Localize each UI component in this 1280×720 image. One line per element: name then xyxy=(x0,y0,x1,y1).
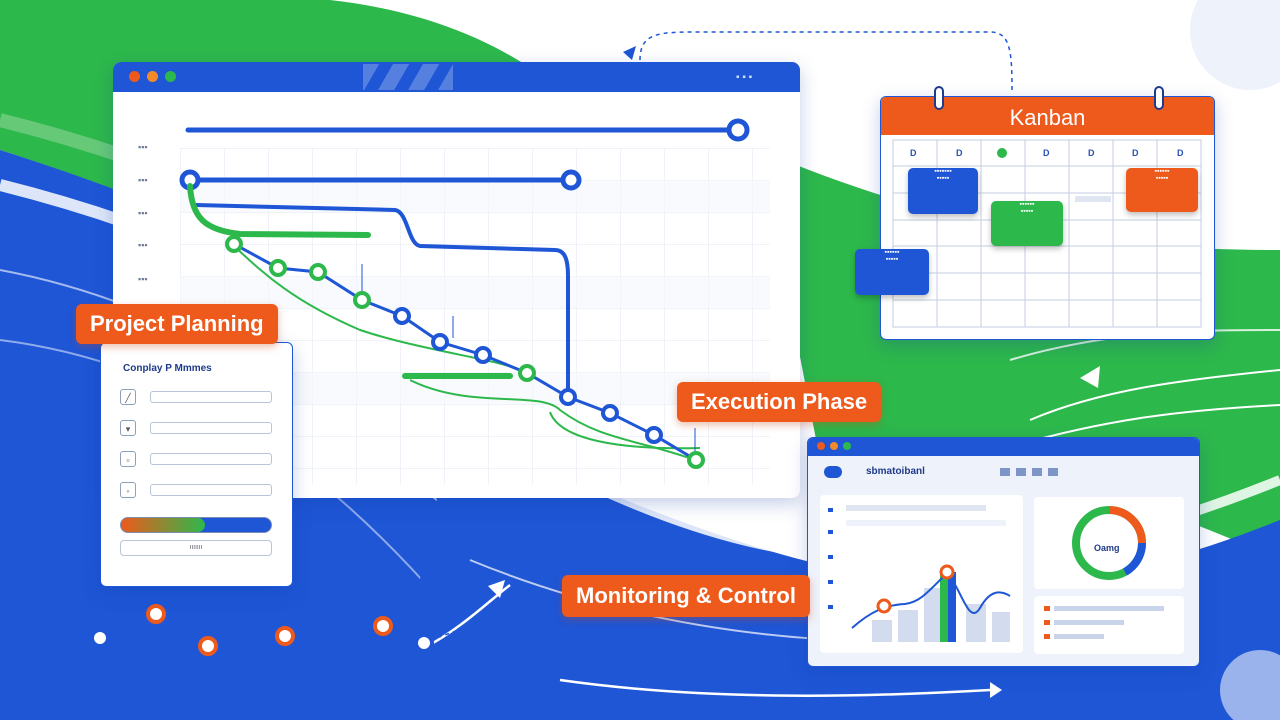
window-controls-icon[interactable]: ▪ ▪ ▪ xyxy=(736,72,753,83)
axis-tick-4: ▪▪▪ xyxy=(138,240,148,250)
file-icon[interactable]: ▫ xyxy=(120,451,136,467)
cloud-icon xyxy=(824,466,842,478)
execution-phase-label: Execution Phase xyxy=(677,382,882,422)
dash-min-dot[interactable] xyxy=(830,442,838,450)
task-row-4[interactable]: ◦ xyxy=(120,482,272,500)
dashboard-titlebar xyxy=(808,438,1199,456)
axis-tick-1: ▪▪▪ xyxy=(138,142,148,152)
kanban-day-7: D xyxy=(1177,148,1184,158)
dash-max-dot[interactable] xyxy=(843,442,851,450)
kanban-day-1: D xyxy=(910,148,917,158)
donut-center-text: Oamg xyxy=(1094,543,1120,553)
kanban-card-green[interactable]: ▪▪▪▪▪▪▪▪▪▪▪ xyxy=(991,201,1063,246)
task-line xyxy=(150,484,272,496)
execution-phase-text: Execution Phase xyxy=(691,389,868,414)
titlebar-stripes xyxy=(363,64,453,90)
axis-tick-5: ▪▪▪ xyxy=(138,274,148,284)
planning-button[interactable]: ווווווו xyxy=(120,540,272,556)
monitoring-control-text: Monitoring & Control xyxy=(576,583,796,608)
task-line xyxy=(150,453,272,465)
maximize-dot[interactable] xyxy=(165,71,176,82)
clip-icon[interactable]: ◦ xyxy=(120,482,136,498)
edit-icon[interactable]: ╱ xyxy=(120,389,136,405)
close-dot[interactable] xyxy=(129,71,140,82)
trash-icon[interactable]: ▾ xyxy=(120,420,136,436)
task-line xyxy=(150,422,272,434)
planning-card-title: Conplay P Mmmes xyxy=(123,363,212,374)
project-planning-text: Project Planning xyxy=(90,311,264,336)
kanban-card-floating[interactable]: ▪▪▪▪▪▪▪▪▪▪▪ xyxy=(855,249,929,295)
axis-tick-3: ▪▪▪ xyxy=(138,208,148,218)
axis-tick-2: ▪▪▪ xyxy=(138,175,148,185)
kanban-day-6: D xyxy=(1132,148,1139,158)
calendar-ring-right xyxy=(1154,86,1164,110)
calendar-ring-left xyxy=(934,86,944,110)
dashboard-app-title: sbmatoibanl xyxy=(866,466,925,477)
dashboard-nav[interactable] xyxy=(1000,468,1060,476)
dash-close-dot[interactable] xyxy=(817,442,825,450)
kanban-card-orange[interactable]: ▪▪▪▪▪▪▪▪▪▪▪ xyxy=(1126,168,1198,212)
gantt-titlebar xyxy=(113,62,800,92)
minimize-dot[interactable] xyxy=(147,71,158,82)
task-row-1[interactable]: ╱ xyxy=(120,389,272,407)
kanban-title: Kanban xyxy=(1009,105,1086,130)
planning-button-label: ווווווו xyxy=(189,544,203,551)
monitoring-control-label: Monitoring & Control xyxy=(562,575,810,617)
project-planning-label: Project Planning xyxy=(76,304,278,344)
kanban-day-4: D xyxy=(1043,148,1050,158)
kanban-card-blue[interactable]: ▪▪▪▪▪▪▪▪▪▪▪▪ xyxy=(908,168,978,214)
progress-bar xyxy=(120,517,272,533)
task-row-2[interactable]: ▾ xyxy=(120,420,272,438)
task-row-3[interactable]: ▫ xyxy=(120,451,272,469)
kanban-day-2: D xyxy=(956,148,963,158)
kanban-day-5: D xyxy=(1088,148,1095,158)
progress-fill xyxy=(121,518,205,532)
task-line xyxy=(150,391,272,403)
